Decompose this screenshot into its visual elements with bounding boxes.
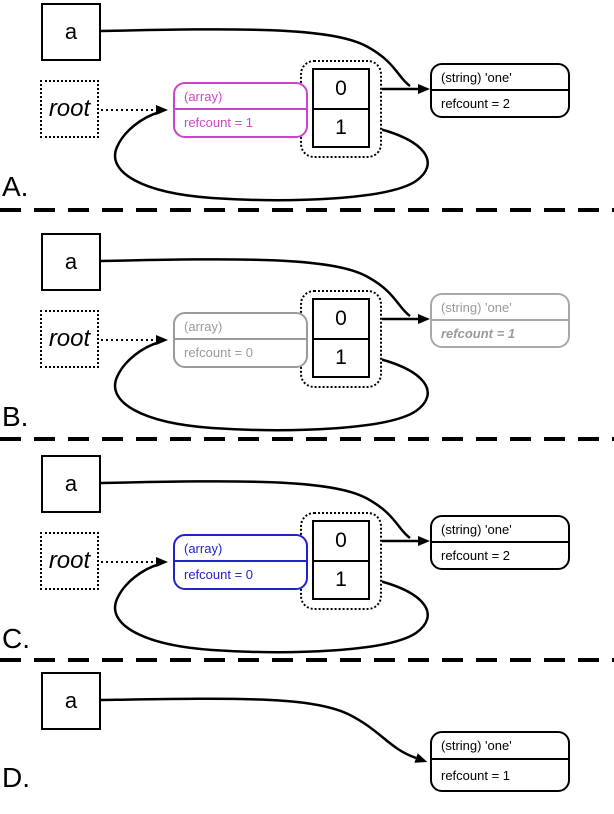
- variable-label: a: [64, 471, 78, 496]
- string-type-label: (string) 'one': [432, 517, 568, 543]
- string-type-label: (string) 'one': [432, 65, 568, 91]
- cell-0: 0: [314, 300, 368, 340]
- pointer-a-to-string: [100, 258, 411, 318]
- string-type-label: (string) 'one': [432, 733, 568, 760]
- string-refcount-label: refcount = 2: [441, 96, 511, 111]
- section-c: a root (array) refcount = 0 0 1 (string)…: [0, 452, 614, 662]
- variable-label: a: [64, 249, 78, 274]
- cell-0: 0: [314, 70, 368, 110]
- root-buffer-box: root: [40, 80, 99, 138]
- pointer-cell1-self-loop: [113, 340, 429, 432]
- string-refcount-label: refcount = 1: [441, 326, 516, 341]
- section-label: A.: [2, 171, 29, 202]
- cell-1: 1: [335, 116, 347, 139]
- pointers-section-b: [100, 258, 430, 432]
- array-cells-box: 0 1: [312, 520, 370, 600]
- array-type-label: (array): [175, 536, 306, 562]
- pointer-a-to-string: [100, 697, 428, 763]
- array-refcount-label: refcount = 1: [184, 115, 254, 130]
- string-zval-box: (string) 'one' refcount = 1: [430, 731, 570, 792]
- root-buffer-box: root: [40, 310, 99, 368]
- array-refcount-label: refcount = 0: [184, 567, 254, 582]
- array-type-label: (array): [175, 84, 306, 110]
- root-label: root: [48, 95, 91, 122]
- section-label: D.: [2, 762, 30, 793]
- array-zval-box: (array) refcount = 1: [173, 82, 308, 138]
- string-zval-box: (string) 'one' refcount = 2: [430, 515, 570, 570]
- string-zval-box: (string) 'one' refcount = 2: [430, 63, 570, 118]
- section-a: a root (array) refcount = 1 0 1 (string)…: [0, 0, 614, 210]
- pointers-section-d: [100, 697, 428, 763]
- variable-box-a: a: [41, 233, 101, 291]
- section-label: C.: [2, 623, 30, 654]
- pointer-cell1-self-loop: [113, 562, 429, 654]
- variable-box-a: a: [41, 3, 101, 61]
- cell-1: 1: [335, 568, 347, 591]
- section-d: a (string) 'one' refcount = 1 D.: [0, 672, 614, 814]
- root-label: root: [48, 547, 91, 574]
- pointer-a-to-string: [100, 28, 411, 88]
- root-buffer-box: root: [40, 532, 99, 590]
- array-type-label: (array): [175, 314, 306, 340]
- cell-1: 1: [335, 346, 347, 369]
- pointer-cell1-self-loop: [113, 110, 429, 202]
- array-zval-box: (array) refcount = 0: [173, 534, 308, 590]
- cell-0: 0: [314, 522, 368, 562]
- variable-label: a: [64, 688, 78, 713]
- array-cells-box: 0 1: [312, 298, 370, 378]
- variable-box-a: a: [41, 455, 101, 513]
- string-type-label: (string) 'one': [432, 295, 568, 321]
- array-refcount-label: refcount = 0: [184, 345, 254, 360]
- string-refcount-label: refcount = 2: [441, 548, 511, 563]
- pointer-a-to-string: [100, 480, 411, 540]
- variable-box-a: a: [41, 672, 101, 730]
- pointers-section-a: [100, 28, 430, 202]
- pointers-section-c: [100, 480, 430, 654]
- variable-label: a: [64, 19, 78, 44]
- array-cells-box: 0 1: [312, 68, 370, 148]
- string-refcount-label: refcount = 1: [441, 767, 511, 783]
- array-zval-box: (array) refcount = 0: [173, 312, 308, 368]
- section-b: a root (array) refcount = 0 0 1 (string)…: [0, 230, 614, 440]
- section-label: B.: [2, 401, 29, 432]
- root-label: root: [48, 325, 91, 352]
- string-zval-box: (string) 'one' refcount = 1: [430, 293, 570, 348]
